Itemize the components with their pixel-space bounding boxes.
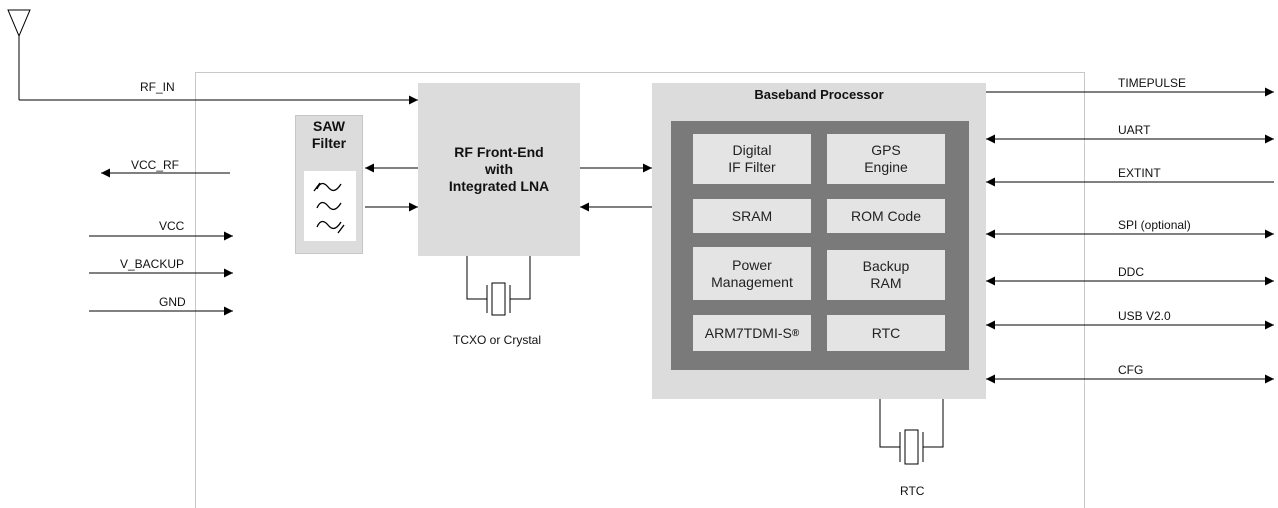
spi-label: SPI (optional) bbox=[1118, 218, 1191, 232]
bandpass-filter-icon bbox=[304, 171, 356, 241]
extint-label: EXTINT bbox=[1118, 166, 1161, 180]
module-outline bbox=[195, 72, 1085, 508]
digital-if-filter-block: Digital IF Filter bbox=[693, 134, 811, 184]
v-backup-label: V_BACKUP bbox=[120, 257, 185, 271]
rom-code-block: ROM Code bbox=[827, 199, 945, 233]
rf-front-end-block: RF Front-End with Integrated LNA bbox=[418, 83, 580, 256]
gps-engine-block: GPS Engine bbox=[827, 134, 945, 184]
gnd-label: GND bbox=[159, 295, 186, 309]
ddc-label: DDC bbox=[1118, 265, 1144, 279]
uart-label: UART bbox=[1118, 123, 1151, 137]
vcc-label: VCC bbox=[159, 219, 185, 233]
rtc-crystal-icon bbox=[879, 399, 944, 465]
arm-core-block: ARM7TDMI-S® bbox=[693, 315, 811, 351]
usb-label: USB V2.0 bbox=[1118, 309, 1171, 323]
registered-mark: ® bbox=[791, 327, 800, 339]
rtc-crystal-label: RTC bbox=[900, 484, 925, 498]
rf-in-label: RF_IN bbox=[140, 80, 175, 94]
baseband-processor-title: Baseband Processor bbox=[754, 87, 884, 102]
tcxo-label: TCXO or Crystal bbox=[453, 333, 542, 347]
antenna-icon bbox=[7, 9, 31, 100]
timepulse-label: TIMEPULSE bbox=[1118, 76, 1187, 90]
saw-filter-title: SAW Filter bbox=[311, 118, 347, 151]
vcc-rf-label: VCC_RF bbox=[131, 158, 180, 172]
tcxo-crystal-icon bbox=[466, 256, 531, 316]
sram-block: SRAM bbox=[693, 199, 811, 233]
power-management-block: Power Management bbox=[693, 247, 811, 300]
backup-ram-block: Backup RAM bbox=[827, 250, 945, 300]
rtc-block: RTC bbox=[827, 315, 945, 351]
arm-core-label: ARM7TDMI-S bbox=[704, 324, 792, 341]
cfg-label: CFG bbox=[1118, 363, 1144, 377]
